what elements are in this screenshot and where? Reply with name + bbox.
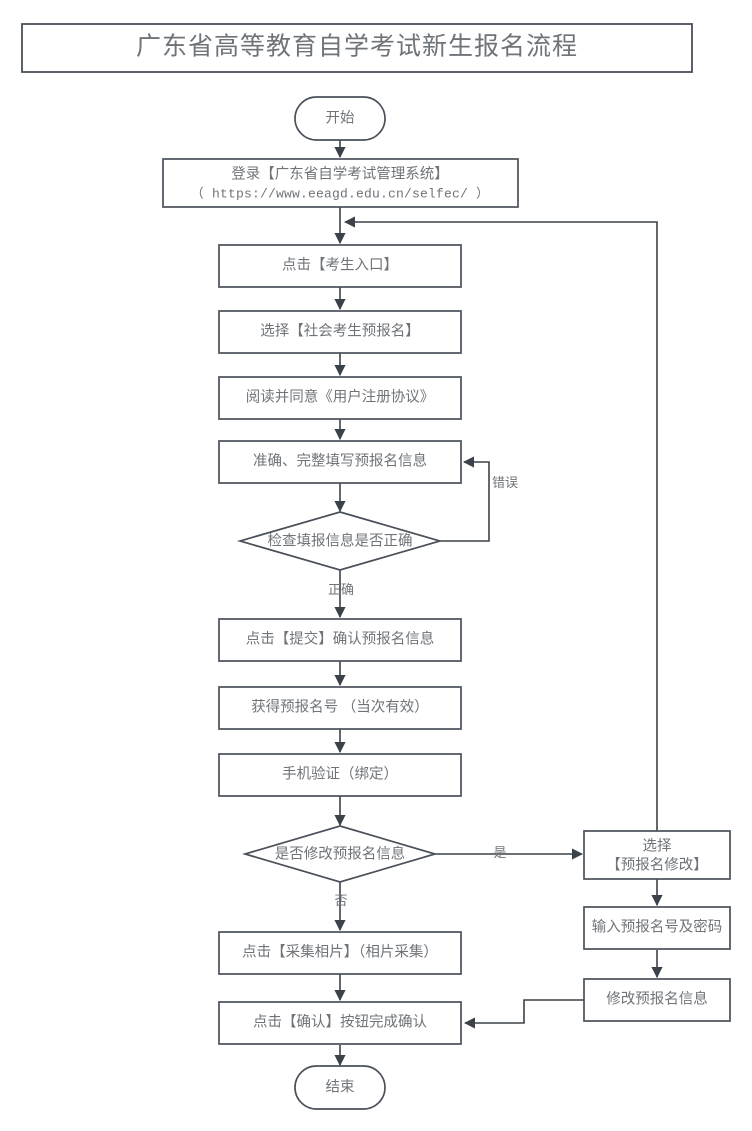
node-photo-shape (218, 931, 462, 975)
page-title: 广东省高等教育自学考试新生报名流程 (136, 33, 578, 61)
node-entrance-label: 点击【考生入口】 (282, 256, 398, 273)
node-inputcred-shape (583, 906, 731, 950)
node-confirm[interactable]: 点击【确认】按钮完成确认 (218, 1001, 462, 1045)
node-phoneverify[interactable]: 手机验证（绑定） (218, 753, 462, 797)
node-agreement-label: 阅读并同意《用户注册协议》 (246, 387, 435, 405)
node-confirm-label: 点击【确认】按钮完成确认 (253, 1013, 427, 1030)
node-end-label: 结束 (326, 1078, 355, 1095)
node-login-shape (162, 158, 519, 208)
node-checkinfo-shape (236, 511, 444, 571)
node-getnumber-shape (218, 686, 462, 730)
node-agreement[interactable]: 阅读并同意《用户注册协议》 (218, 376, 462, 420)
edge-modifyinfo-to-confirm (463, 999, 584, 1029)
node-presignup-shape (218, 310, 462, 354)
title-box (21, 23, 693, 73)
node-modifyq-shape (241, 825, 439, 883)
node-presignup-label: 选择【社会考生预报名】 (260, 322, 420, 339)
node-inputcred-label: 输入预报名号及密码 (592, 918, 723, 935)
edges-layer: 错误 正确 是 否 (328, 140, 663, 1067)
node-modifyinfo-label: 修改预报名信息 (606, 990, 708, 1007)
node-start-label: 开始 (326, 109, 355, 126)
node-selectmodify-label-line2: 【预报名修改】 (606, 856, 708, 873)
node-agreement-shape (218, 376, 462, 420)
node-submit-label: 点击【提交】确认预报名信息 (246, 629, 435, 647)
edge-label-yes: 是 (493, 845, 506, 860)
node-modifyq-label: 是否修改预报名信息 (275, 845, 406, 862)
node-presignup[interactable]: 选择【社会考生预报名】 (218, 310, 462, 354)
node-start[interactable]: 开始 (294, 96, 386, 141)
node-phoneverify-shape (218, 753, 462, 797)
node-start-shape (294, 96, 386, 141)
node-login-label-line2: （ https://www.eeagd.edu.cn/selfec/ ） (191, 186, 489, 201)
node-end[interactable]: 结束 (294, 1065, 386, 1110)
node-inputcred[interactable]: 输入预报名号及密码 (583, 906, 731, 950)
node-modifyinfo-shape (583, 978, 731, 1022)
edge-label-error: 错误 (492, 475, 518, 490)
node-confirm-shape (218, 1001, 462, 1045)
node-entrance-shape (218, 244, 462, 288)
node-selectmodify[interactable]: 选择 【预报名修改】 (583, 830, 731, 880)
node-fillinfo[interactable]: 准确、完整填写预报名信息 (218, 440, 462, 484)
node-photo-label: 点击【采集相片】（相片采集） (242, 943, 438, 960)
node-submit-shape (218, 618, 462, 662)
edge-label-no: 否 (334, 893, 347, 908)
node-login[interactable]: 登录【广东省自学考试管理系统】 （ https://www.eeagd.edu.… (162, 158, 519, 208)
node-selectmodify-shape (583, 830, 731, 880)
node-login-label-line1: 登录【广东省自学考试管理系统】 (231, 165, 449, 182)
node-checkinfo-label: 检查填报信息是否正确 (268, 532, 413, 549)
node-end-shape (294, 1065, 386, 1110)
node-getnumber[interactable]: 获得预报名号 （当次有效） (218, 686, 462, 730)
node-modifyq[interactable]: 是否修改预报名信息 (241, 825, 439, 883)
node-submit[interactable]: 点击【提交】确认预报名信息 (218, 618, 462, 662)
node-checkinfo[interactable]: 检查填报信息是否正确 (236, 511, 444, 571)
node-entrance[interactable]: 点击【考生入口】 (218, 244, 462, 288)
edge-checkinfo-error-to-fillinfo (440, 456, 490, 542)
node-phoneverify-label: 手机验证（绑定） (282, 765, 398, 782)
node-photo[interactable]: 点击【采集相片】（相片采集） (218, 931, 462, 975)
node-modifyinfo[interactable]: 修改预报名信息 (583, 978, 731, 1022)
node-fillinfo-shape (218, 440, 462, 484)
edge-label-correct: 正确 (328, 582, 354, 597)
node-getnumber-label: 获得预报名号 （当次有效） (251, 698, 429, 715)
edge-selectmodify-to-entrance (343, 216, 658, 831)
title-frame: 广东省高等教育自学考试新生报名流程 (21, 23, 693, 73)
node-selectmodify-label-line1: 选择 (643, 837, 672, 854)
node-fillinfo-label: 准确、完整填写预报名信息 (253, 452, 427, 469)
